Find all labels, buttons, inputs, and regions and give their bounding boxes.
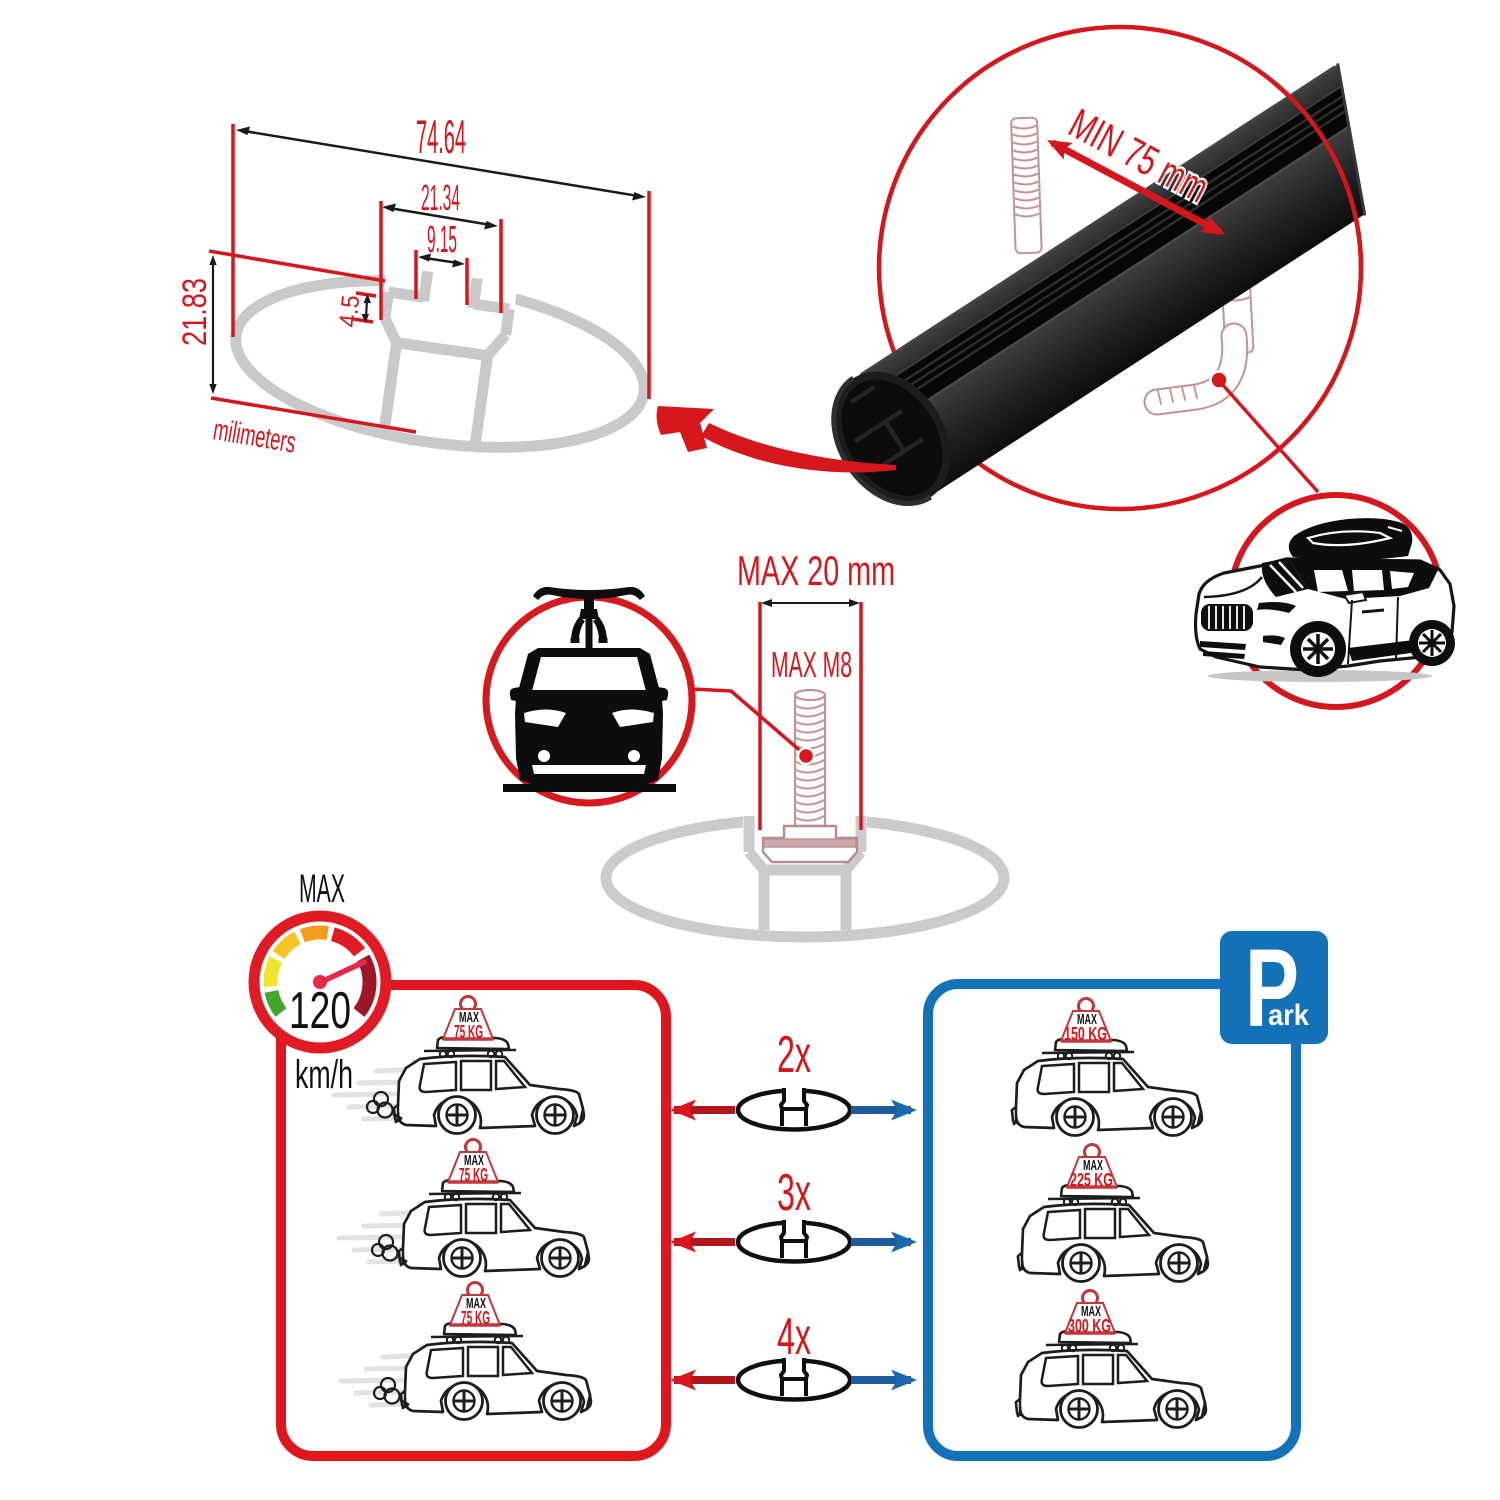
svg-text:MAX 20 mm: MAX 20 mm [737,547,895,594]
svg-text:21.34: 21.34 [421,177,460,218]
svg-text:MAX: MAX [1081,1303,1101,1320]
svg-text:MAX: MAX [464,1152,484,1169]
svg-text:300 KG: 300 KG [1068,1316,1111,1336]
svg-text:150 KG: 150 KG [1064,1024,1107,1044]
svg-text:75 KG: 75 KG [461,1308,490,1328]
svg-text:4x: 4x [777,1308,811,1366]
svg-text:3x: 3x [777,1164,811,1222]
svg-text:ark: ark [1268,999,1309,1032]
svg-text:120: 120 [289,982,351,1040]
svg-text:2x: 2x [777,1026,811,1084]
svg-text:MAX: MAX [459,1009,479,1026]
svg-text:74.64: 74.64 [416,110,466,163]
svg-text:4.5: 4.5 [334,294,365,329]
svg-text:MAX M8: MAX M8 [771,644,852,685]
svg-text:km/h: km/h [295,1053,353,1097]
svg-text:9.15: 9.15 [427,219,457,261]
svg-text:MAX: MAX [1083,1157,1103,1174]
svg-text:milimeters: milimeters [211,413,298,459]
svg-text:21.83: 21.83 [176,278,214,346]
svg-text:MAX: MAX [466,1295,486,1312]
svg-text:75 KG: 75 KG [454,1022,483,1042]
svg-text:MAX: MAX [1077,1011,1097,1028]
svg-text:MAX: MAX [299,867,345,911]
svg-text:P: P [1245,927,1299,1050]
svg-text:75 KG: 75 KG [459,1165,488,1185]
svg-text:225 KG: 225 KG [1070,1170,1113,1190]
